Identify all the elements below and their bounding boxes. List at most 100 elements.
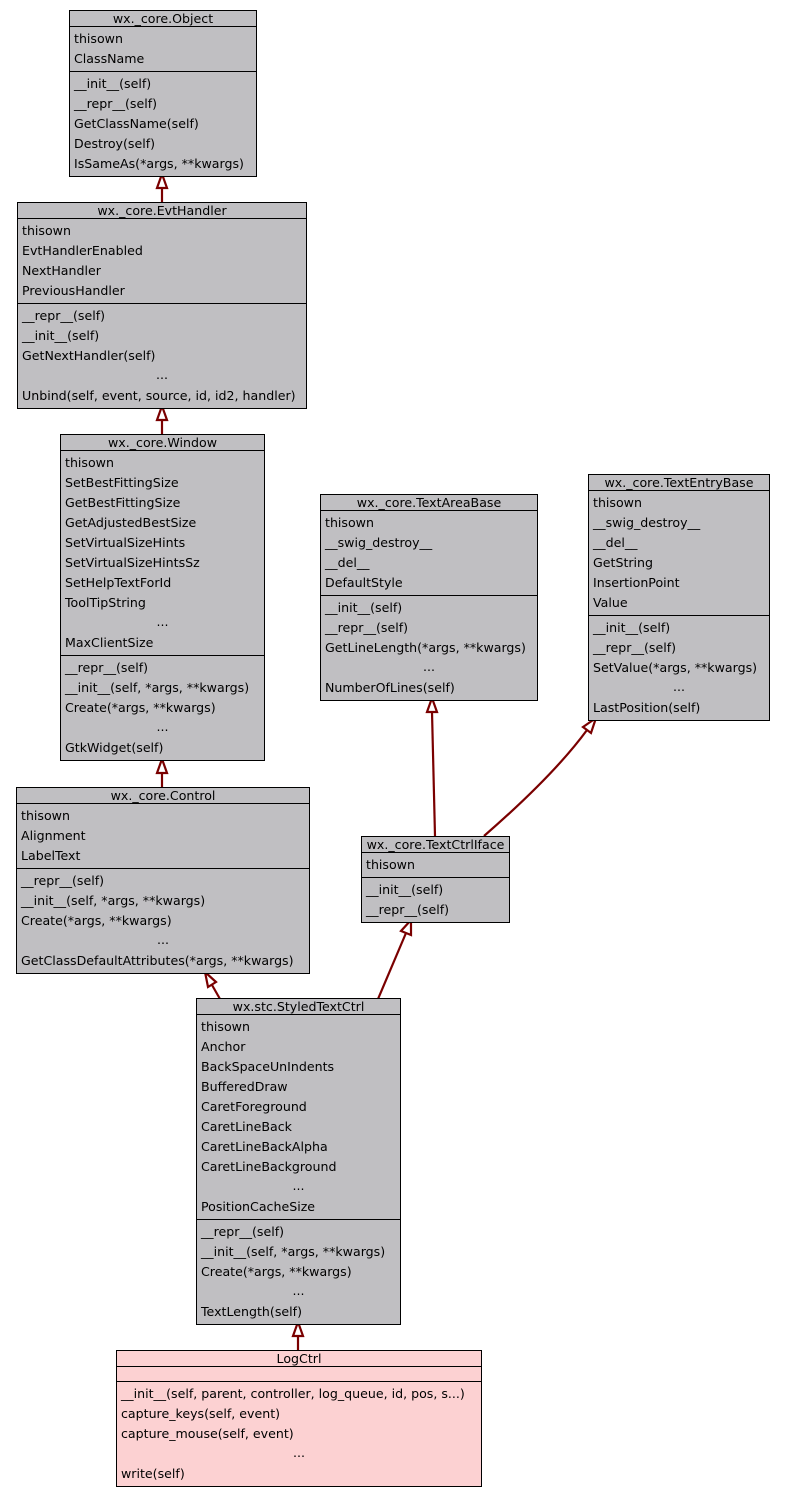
attribute-row: GetAdjustedBestSize	[65, 515, 197, 530]
attribute-row: SetHelpTextForId	[65, 575, 172, 590]
methods-section: __init__(self, parent, controller, log_q…	[117, 1382, 481, 1486]
attribute-row: InsertionPoint	[593, 575, 680, 590]
class-title: wx._core.EvtHandler	[18, 203, 306, 219]
attribute-row: thisown	[325, 515, 374, 530]
class-title: LogCtrl	[117, 1351, 481, 1367]
edge-textctrliface-to-textentrybase	[483, 729, 588, 837]
methods-section: __repr__(self)__init__(self)GetNextHandl…	[18, 304, 306, 408]
method-row: capture_mouse(self, event)	[121, 1426, 294, 1441]
method-row: ...	[156, 719, 169, 734]
method-row: __repr__(self)	[325, 620, 409, 635]
method-row: GetClassName(self)	[74, 116, 199, 131]
attribute-row: PreviousHandler	[22, 283, 125, 298]
class-title: wx._core.TextEntryBase	[589, 475, 769, 491]
attribute-row: MaxClientSize	[65, 635, 154, 650]
attributes-section: thisown	[362, 853, 509, 878]
attribute-row: SetVirtualSizeHintsSz	[65, 555, 200, 570]
attributes-section: thisown __swig_destroy__ __del__ DefaultSty…	[321, 511, 537, 596]
method-row: Create(*args, **kwargs)	[21, 913, 172, 928]
method-row: write(self)	[121, 1466, 185, 1481]
method-row: ...	[156, 932, 169, 947]
method-row: GtkWidget(self)	[65, 740, 164, 755]
attribute-row: DefaultStyle	[325, 575, 403, 590]
method-row: __init__(self, parent, controller, log_q…	[121, 1386, 465, 1401]
method-row: __init__(self)	[74, 76, 152, 91]
edge-arrowhead	[155, 170, 169, 190]
method-row: __init__(self)	[366, 882, 444, 897]
attribute-row: CaretLineBackAlpha	[201, 1139, 328, 1154]
method-row: __repr__(self)	[22, 308, 106, 323]
attribute-row: SetVirtualSizeHints	[65, 535, 186, 550]
method-row: __init__(self, *args, **kwargs)	[21, 893, 206, 908]
class-node-logctrl[interactable]: LogCtrl __init__(self, parent, controller…	[116, 1350, 482, 1487]
method-row: __repr__(self)	[366, 902, 450, 917]
method-row: LastPosition(self)	[593, 700, 701, 715]
method-row: __init__(self, *args, **kwargs)	[65, 680, 250, 695]
attribute-row: ToolTipString	[65, 595, 146, 610]
attribute-row: thisown	[21, 808, 70, 823]
method-row: GetClassDefaultAttributes(*args, **kwarg…	[21, 953, 294, 968]
class-title: wx._core.Window	[61, 435, 264, 451]
edge-arrowhead	[203, 968, 218, 989]
class-title: wx._core.Object	[70, 11, 256, 27]
methods-section: __init__(self)__repr__(self)GetLineLengt…	[321, 596, 537, 700]
class-title: wx.stc.StyledTextCtrl	[197, 999, 400, 1015]
edge-arrowhead	[399, 917, 413, 937]
attribute-row: EvtHandlerEnabled	[22, 243, 143, 258]
method-row: ...	[155, 367, 168, 382]
attribute-row: Alignment	[21, 828, 86, 843]
edge-styledtextctrl-to-textctrliface	[376, 932, 408, 1000]
method-row: __repr__(self)	[201, 1224, 285, 1239]
attribute-row: Anchor	[201, 1039, 246, 1054]
methods-section: __init__(self) __repr__(self)	[362, 878, 509, 922]
attribute-row: BackSpaceUnIndents	[201, 1059, 335, 1074]
method-row: ...	[292, 1445, 305, 1460]
attribute-row: __del__	[325, 555, 370, 570]
methods-section: __repr__(self)__init__(self, *args, **kw…	[61, 656, 264, 760]
class-title: wx._core.TextCtrlIface	[362, 837, 509, 853]
attribute-row: thisown	[366, 857, 415, 872]
attribute-row: ...	[156, 614, 169, 629]
attributes-section	[117, 1367, 481, 1382]
edge-arrowhead	[155, 755, 169, 775]
method-row: __init__(self, *args, **kwargs)	[201, 1244, 386, 1259]
edge-textctrliface-to-textareabase	[430, 711, 437, 837]
attribute-row: thisown	[22, 223, 71, 238]
attribute-row: BufferedDraw	[201, 1079, 288, 1094]
methods-section: __repr__(self)__init__(self, *args, **kw…	[17, 869, 309, 973]
class-title: wx._core.TextAreaBase	[321, 495, 537, 511]
method-row: NumberOfLines(self)	[325, 680, 455, 695]
methods-section: __init__(self)__repr__(self)GetClassName…	[70, 72, 256, 176]
attribute-row: Value	[593, 595, 628, 610]
attribute-row: __del__	[593, 535, 638, 550]
method-row: Create(*args, **kwargs)	[201, 1264, 352, 1279]
methods-section: __repr__(self) __init__(self, *args, **kw…	[197, 1220, 400, 1324]
method-row: ...	[422, 659, 435, 674]
attribute-row: GetString	[593, 555, 654, 570]
method-row: __init__(self)	[22, 328, 100, 343]
method-row: GetLineLength(*args, **kwargs)	[325, 640, 526, 655]
method-row: SetValue(*args, **kwargs)	[593, 660, 758, 675]
attribute-row: LabelText	[21, 848, 81, 863]
attribute-row: __swig_destroy__	[593, 515, 701, 530]
method-row: Unbind(self, event, source, id, id2, han…	[22, 388, 296, 403]
attribute-row: thisown	[593, 495, 642, 510]
attribute-row: SetBestFittingSize	[65, 475, 179, 490]
attribute-row: GetBestFittingSize	[65, 495, 181, 510]
attribute-row: PositionCacheSize	[201, 1199, 316, 1214]
method-row: Create(*args, **kwargs)	[65, 700, 216, 715]
attribute-row: __swig_destroy__	[325, 535, 433, 550]
